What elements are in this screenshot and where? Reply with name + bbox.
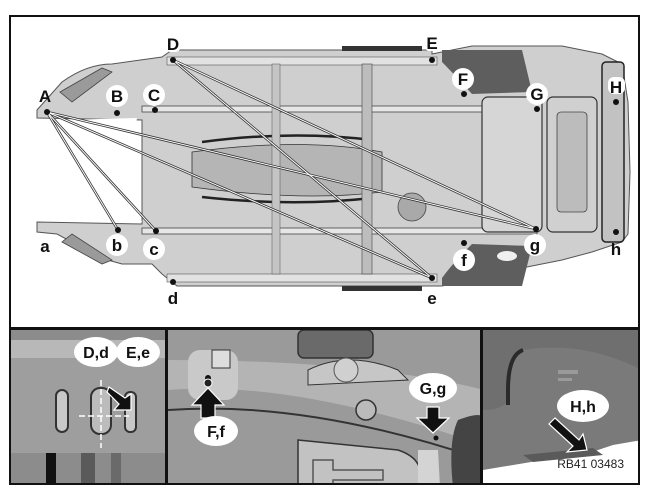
arrow-hh-icon [548,417,588,453]
point-g-dot [533,226,539,232]
point-c-badge [143,238,165,260]
detail-hh-illustration: H,h [483,330,638,483]
detail-panel-de: D,d E,e [9,328,167,485]
arrow-de-icon [106,386,132,411]
point-H-dot [613,99,619,105]
badge-de-right [116,337,160,367]
point-f-badge [453,249,475,271]
point-h-dot [613,229,619,235]
point-a-label: a [40,237,50,256]
badge-gg [409,373,457,403]
reference-code: RB41 03483 [557,457,624,471]
badge-de-left [74,337,118,367]
detail-de-illustration: D,d E,e [11,330,165,483]
detail-fg-illustration: F,f G,g [168,330,480,483]
point-G-dot [534,106,540,112]
point-h-label: h [611,240,621,259]
label-G-g: G,g [420,381,447,398]
point-F-badge [452,68,474,90]
point-D-label: D [167,35,179,54]
point-b-label: b [112,236,122,255]
point-H-label: H [610,78,622,97]
badge-hh [557,390,609,422]
point-G-label: G [530,85,543,104]
point-A-label: A [39,87,51,106]
measure-lines [45,58,538,280]
upper-measure-points: A B C D E F G H [39,34,625,116]
point-B-label: B [111,87,123,106]
point-d-dot [170,279,176,285]
point-d-label: d [168,289,178,308]
point-C-badge [143,84,165,106]
badge-ff [194,416,238,446]
label-D-d: D,d [83,345,109,362]
point-e-dot [429,275,435,281]
point-g-badge [524,234,546,256]
point-b-dot [115,227,121,233]
point-c-dot [153,228,159,234]
underbody-top-view-panel: A B C D E F G H a [9,15,640,329]
point-E-label: E [426,34,437,53]
detail-panel-fg: F,f G,g [166,328,482,485]
point-e-label: e [427,289,436,308]
point-B-dot [114,110,120,116]
vehicle-body-shape [36,45,631,291]
point-C-dot [152,107,158,113]
lower-measure-points: a b c d e f g h [40,226,621,308]
point-f-label: f [461,251,467,270]
underbody-illustration: A B C D E F G H a [36,34,631,308]
point-G-badge [526,83,548,105]
point-g-label: g [530,236,540,255]
label-F-f: F,f [207,424,225,441]
point-F-dot [461,91,467,97]
point-b-badge [106,234,128,256]
point-D-dot [170,57,176,63]
label-H-h: H,h [570,399,596,416]
detail-panel-hh: H,h RB41 03483 [481,328,640,485]
point-B-badge [106,85,128,107]
point-C-label: C [148,86,160,105]
point-E-dot [429,57,435,63]
label-E-e: E,e [126,345,150,362]
point-A-dot [44,109,50,115]
point-f-dot [461,240,467,246]
point-F-label: F [458,70,468,89]
point-c-label: c [149,240,158,259]
arrow-down-gg-icon [415,406,451,434]
